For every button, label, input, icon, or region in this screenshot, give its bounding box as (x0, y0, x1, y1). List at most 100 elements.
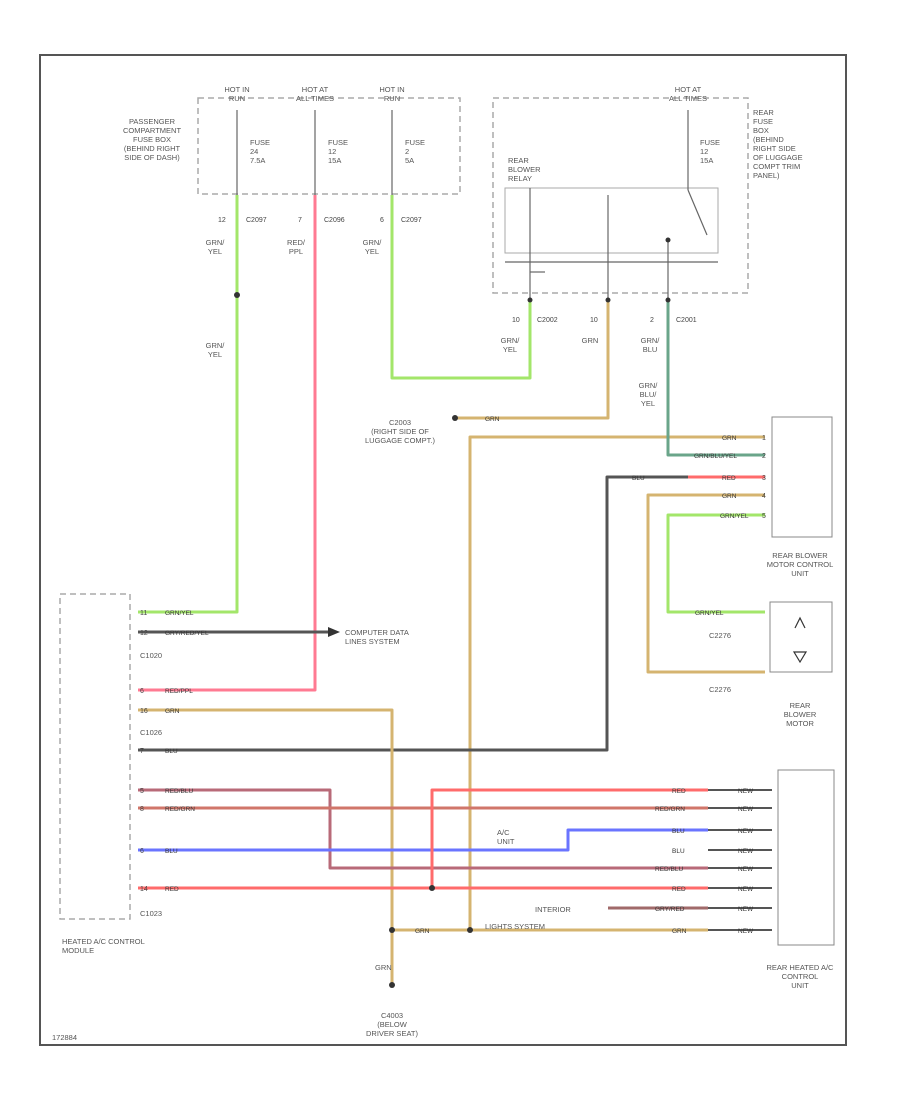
wire-grn-yel-1 (138, 195, 239, 614)
svg-text:RED: RED (722, 475, 736, 482)
svg-text:GRN/YEL: GRN/YEL (720, 513, 749, 520)
svg-text:C1020: C1020 (140, 651, 162, 660)
svg-text:PANEL): PANEL) (753, 171, 780, 180)
wire-grn-hvac (138, 708, 394, 985)
svg-text:UNIT: UNIT (791, 981, 809, 990)
svg-text:6: 6 (140, 848, 144, 855)
svg-text:HOT AT: HOT AT (675, 85, 702, 94)
rfb-label: REAR FUSE BOX (BEHIND RIGHT SIDE OF LUGG… (753, 108, 803, 180)
svg-text:(RIGHT SIDE OF: (RIGHT SIDE OF (371, 427, 429, 436)
svg-text:GRN: GRN (165, 708, 180, 715)
rear-blower-motor-control-unit (771, 416, 833, 538)
svg-text:12: 12 (328, 147, 336, 156)
svg-text:15A: 15A (700, 156, 713, 165)
svg-text:16: 16 (140, 708, 148, 715)
svg-text:YEL: YEL (365, 247, 379, 256)
svg-text:REAR BLOWER: REAR BLOWER (772, 551, 828, 560)
svg-text:RED: RED (672, 886, 686, 893)
svg-text:LUGGAGE COMPT.): LUGGAGE COMPT.) (365, 436, 436, 445)
svg-text:GRN/YEL: GRN/YEL (695, 610, 724, 617)
svg-text:FUSE: FUSE (250, 138, 270, 147)
svg-text:7: 7 (140, 748, 144, 755)
svg-text:RED/BLU: RED/BLU (655, 866, 683, 873)
svg-text:11: 11 (140, 610, 147, 617)
svg-text:YEL: YEL (503, 345, 517, 354)
svg-text:FUSE: FUSE (328, 138, 348, 147)
svg-text:C2097: C2097 (401, 217, 422, 224)
svg-text:3: 3 (762, 475, 766, 482)
svg-text:RELAY: RELAY (508, 174, 532, 183)
ac-unit-label: A/C UNIT (497, 828, 515, 846)
svg-text:FUSE BOX: FUSE BOX (133, 135, 171, 144)
svg-text:15A: 15A (328, 156, 341, 165)
svg-text:YEL: YEL (208, 247, 222, 256)
svg-text:5: 5 (762, 513, 766, 520)
svg-text:UNIT: UNIT (791, 569, 809, 578)
svg-text:REAR HEATED A/C: REAR HEATED A/C (767, 963, 835, 972)
svg-text:HOT IN: HOT IN (379, 85, 404, 94)
svg-text:5A: 5A (405, 156, 414, 165)
svg-text:HEATED A/C CONTROL: HEATED A/C CONTROL (62, 937, 145, 946)
rhvac-label: REAR HEATED A/C CONTROL UNIT (767, 963, 835, 990)
rear-blower-motor (769, 601, 833, 673)
svg-text:C2097: C2097 (246, 217, 267, 224)
svg-text:NEW: NEW (738, 848, 754, 855)
wire-grn-yel-loop (666, 513, 765, 614)
fuse-lines (236, 110, 718, 300)
svg-text:RED/PPL: RED/PPL (165, 688, 193, 695)
hvac-module-label: HEATED A/C CONTROL MODULE (62, 937, 145, 955)
connector-labels: 12 C2097 7 C2096 6 C2097 10 C2002 10 2 C… (218, 217, 697, 324)
svg-text:GRN/: GRN/ (641, 336, 661, 345)
svg-text:7: 7 (298, 217, 302, 224)
svg-text:GRN: GRN (722, 493, 737, 500)
svg-text:COMPARTMENT: COMPARTMENT (123, 126, 181, 135)
svg-text:PPL: PPL (289, 247, 303, 256)
splices (234, 237, 671, 988)
svg-text:GRY/RED/YEL: GRY/RED/YEL (165, 630, 209, 637)
inline-wire-labels: GRN GRN GRN/BLU/YEL BLU RED GRN GRN/YEL … (485, 416, 749, 617)
svg-text:BLU: BLU (165, 848, 178, 855)
svg-text:NEW: NEW (738, 886, 754, 893)
svg-text:RUN: RUN (384, 94, 400, 103)
rbmcu-label: REAR BLOWER MOTOR CONTROL UNIT C2276 C22… (709, 551, 833, 728)
wire-black-blu (138, 475, 688, 752)
svg-text:UNIT: UNIT (497, 837, 515, 846)
svg-text:NEW: NEW (738, 866, 754, 873)
svg-text:MOTOR: MOTOR (786, 719, 814, 728)
svg-text:24: 24 (250, 147, 258, 156)
svg-text:REAR: REAR (753, 108, 774, 117)
wire-red-blu (138, 788, 708, 870)
svg-text:6: 6 (140, 688, 144, 695)
svg-text:MOTOR CONTROL: MOTOR CONTROL (767, 560, 834, 569)
svg-text:RED/GRN: RED/GRN (165, 806, 195, 813)
blower-motor-symbol-icon (792, 616, 808, 664)
wire-grn-relay (455, 300, 610, 420)
svg-text:C1023: C1023 (140, 909, 162, 918)
svg-text:C2001: C2001 (676, 317, 697, 324)
svg-text:RED: RED (165, 886, 179, 893)
svg-text:10: 10 (590, 317, 598, 324)
svg-text:GRN/: GRN/ (639, 381, 659, 390)
rear-hvac-control-unit (777, 769, 835, 946)
svg-text:BLU: BLU (672, 848, 685, 855)
svg-text:GRN/: GRN/ (206, 341, 226, 350)
wires (138, 195, 765, 985)
svg-text:2: 2 (762, 453, 766, 460)
svg-text:C1026: C1026 (140, 728, 162, 737)
svg-text:GRN/BLU/YEL: GRN/BLU/YEL (694, 453, 737, 460)
data-arrow-icon (328, 627, 340, 637)
svg-text:GRY/RED: GRY/RED (655, 906, 685, 913)
svg-text:FUSE: FUSE (700, 138, 720, 147)
svg-text:FUSE: FUSE (753, 117, 773, 126)
svg-text:LIGHTS SYSTEM: LIGHTS SYSTEM (485, 922, 545, 931)
wire-grn-loop (646, 493, 765, 674)
pcfb-label: PASSENGER COMPARTMENT FUSE BOX (BEHIND R… (123, 117, 181, 162)
svg-text:GRN: GRN (375, 963, 392, 972)
svg-text:PASSENGER: PASSENGER (129, 117, 176, 126)
wire-color-labels: GRN/ YEL RED/ PPL GRN/ YEL GRN/ YEL GRN/… (206, 238, 661, 408)
svg-text:12: 12 (140, 630, 148, 637)
svg-text:RUN: RUN (229, 94, 245, 103)
svg-text:NEW: NEW (738, 906, 754, 913)
svg-text:GRN/YEL: GRN/YEL (165, 610, 194, 617)
